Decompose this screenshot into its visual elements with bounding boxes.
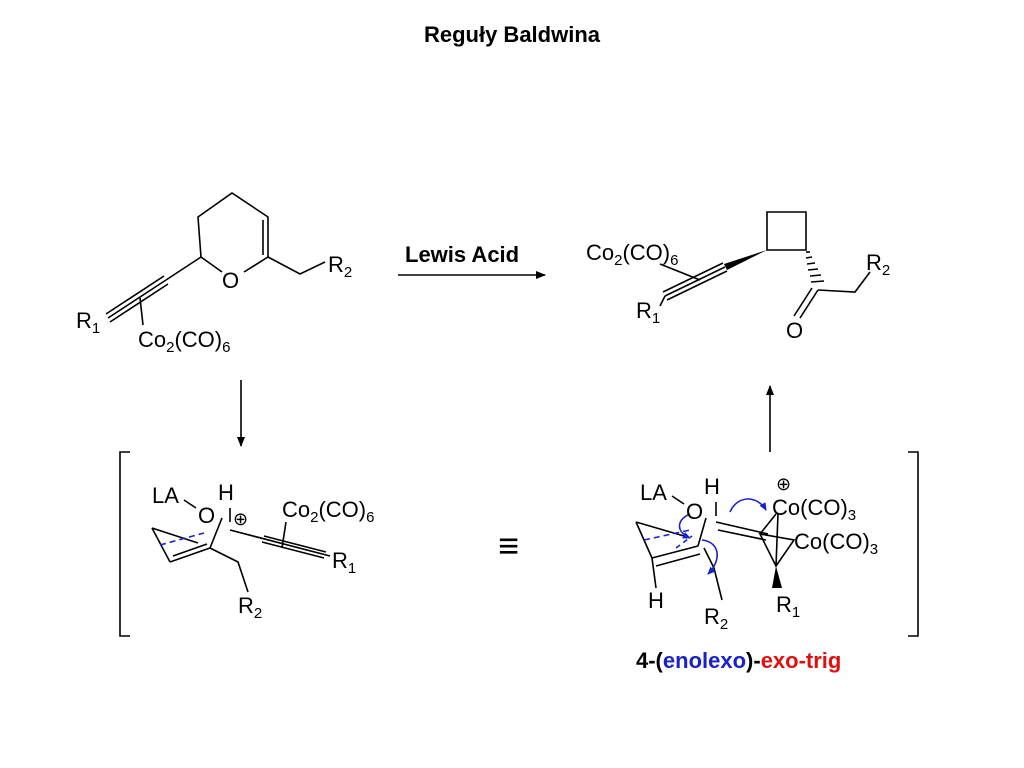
charge-left: ⊕: [233, 509, 248, 529]
cobalt-left: Co2(CO)6: [282, 497, 374, 526]
hydrogen-left: H: [218, 480, 234, 505]
r2-left: R2: [238, 593, 262, 622]
lewis-acid-label: Lewis Acid: [405, 242, 519, 267]
slide-title: Reguły Baldwina: [423, 22, 601, 47]
r2-label: R2: [328, 252, 352, 281]
product-r2-label: R2: [866, 250, 890, 279]
product: Co2(CO)6 R1 R2 O: [586, 211, 890, 343]
product-cobalt-label: Co2(CO)6: [586, 240, 678, 269]
r2-right: R2: [704, 604, 728, 633]
cyclization-classification: 4-(enolexo)-exo-trig: [636, 648, 841, 673]
cobalt-upper: Co(CO)3: [772, 495, 856, 524]
hashed-bond: [805, 251, 825, 283]
product-r1-label: R1: [636, 298, 660, 327]
hydrogen-right-bottom: H: [648, 588, 664, 613]
r1-right: R1: [776, 592, 800, 621]
carbonyl-oxygen: O: [786, 318, 803, 343]
lewis-acid-arrow: Lewis Acid: [398, 242, 546, 279]
charge-right: ⊕: [776, 474, 791, 494]
cobalt-complex-label: Co2(CO)6: [138, 327, 230, 356]
enolexo-label: enolexo: [663, 648, 746, 673]
lewis-acid-left: LA: [152, 483, 179, 508]
r1-left: R1: [332, 548, 356, 577]
cobalt-lower: Co(CO)3: [794, 529, 878, 558]
lewis-acid-right: LA: [640, 480, 667, 505]
left-bracket-open: [119, 451, 130, 637]
hydrogen-right-top: H: [704, 474, 720, 499]
exo-trig-label: exo-trig: [761, 648, 842, 673]
equivalence-symbol: ≡: [498, 525, 519, 566]
intermediate-left: LA O H ⊕ Co2(CO)6 R1 R2: [151, 480, 374, 622]
oxygen-left: O: [198, 503, 215, 528]
oxygen-right: O: [686, 499, 703, 524]
starting-material: O R2 R1 Co2(CO)6: [76, 192, 352, 356]
intermediate-right: LA O H ⊕ Co(CO)3 Co(CO)3 H R2 R1: [635, 474, 878, 633]
ring-oxygen: O: [222, 268, 239, 293]
right-bracket-close: [908, 451, 919, 637]
r1-label: R1: [76, 308, 100, 337]
